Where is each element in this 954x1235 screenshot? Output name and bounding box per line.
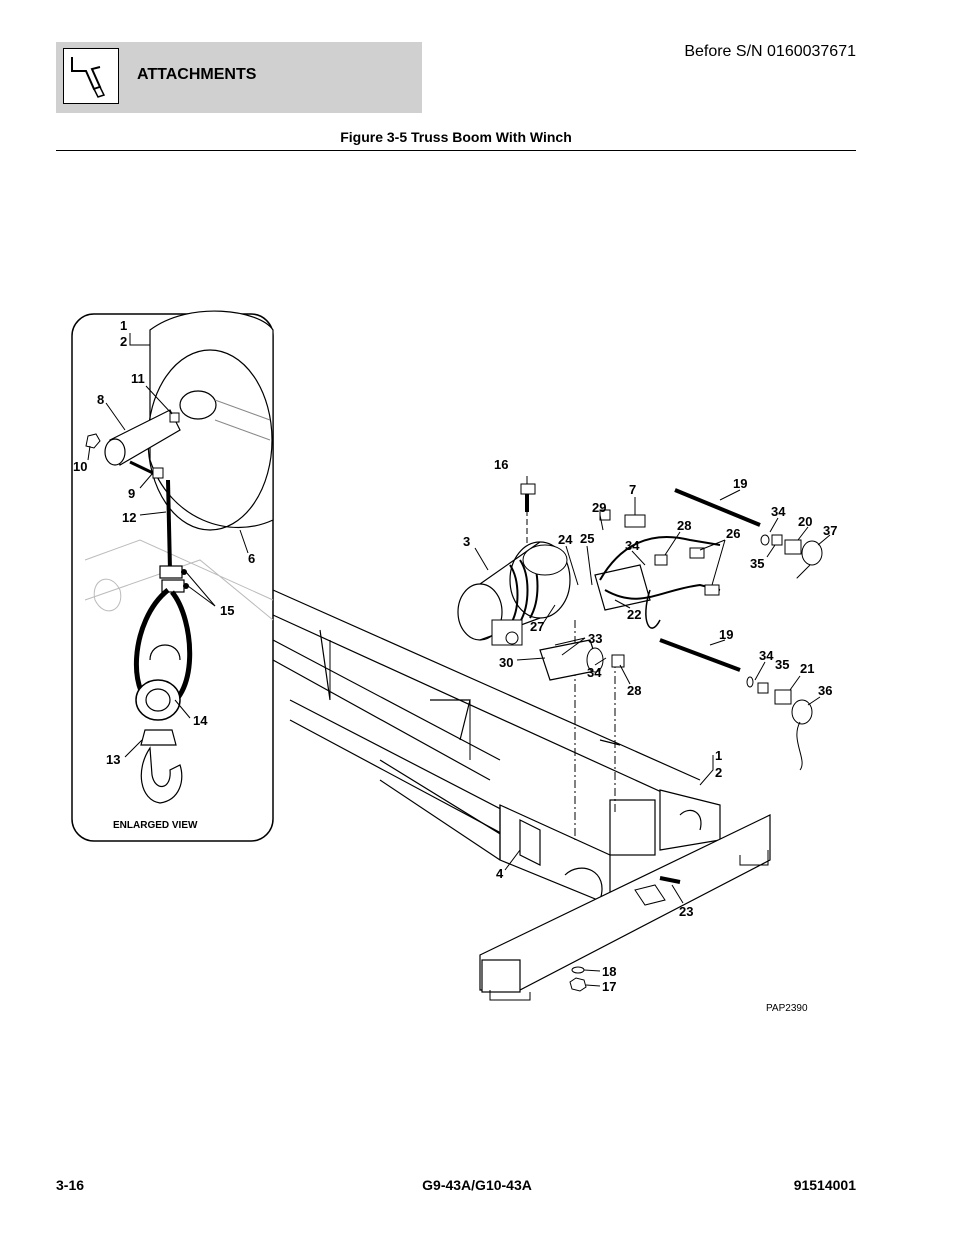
- callout-34-lower: 34: [587, 665, 602, 680]
- callout-35-lower: 35: [775, 657, 789, 672]
- document-number: 91514001: [793, 1177, 856, 1193]
- callout-main-1: 1: [715, 748, 722, 763]
- enlarged-view-label: ENLARGED VIEW: [113, 820, 198, 831]
- callout-18: 18: [602, 964, 616, 979]
- callout-25: 25: [580, 531, 594, 546]
- callout-inset-1: 1: [120, 318, 127, 333]
- callout-33: 33: [588, 631, 602, 646]
- enlarged-view-inset: [71, 310, 274, 842]
- callout-15: 15: [220, 603, 234, 618]
- truss-boom-assembly: [272, 510, 771, 1001]
- callout-9: 9: [128, 486, 135, 501]
- callout-21: 21: [800, 661, 814, 676]
- drawing-number: PAP2390: [766, 1003, 808, 1014]
- callout-3: 3: [463, 534, 470, 549]
- winch-hydraulic-group: [457, 476, 831, 987]
- callout-19-lower: 19: [719, 627, 733, 642]
- callout-37: 37: [823, 523, 837, 538]
- callout-4: 4: [496, 866, 504, 881]
- callout-16: 16: [494, 457, 508, 472]
- callout-10: 10: [73, 459, 87, 474]
- page-number: 3-16: [56, 1177, 85, 1193]
- callout-main-2: 2: [715, 765, 722, 780]
- callout-12: 12: [122, 510, 136, 525]
- callout-6: 6: [248, 551, 255, 566]
- callout-19-upper: 19: [733, 476, 747, 491]
- callout-28-lower: 28: [627, 683, 641, 698]
- callout-17: 17: [602, 979, 616, 994]
- callout-26: 26: [726, 526, 740, 541]
- callout-22: 22: [627, 607, 641, 622]
- callout-11: 11: [131, 371, 145, 386]
- callout-27: 27: [530, 619, 544, 634]
- callout-36: 36: [818, 683, 832, 698]
- callout-inset-2: 2: [120, 334, 127, 349]
- callout-7: 7: [629, 482, 636, 497]
- callout-34-lower-right: 34: [759, 648, 774, 663]
- callout-24: 24: [558, 532, 573, 547]
- callout-14: 14: [193, 713, 208, 728]
- callout-23: 23: [679, 904, 693, 919]
- section-title: ATTACHMENTS: [137, 66, 257, 83]
- callout-34-valve: 34: [625, 538, 640, 553]
- callout-35-upper: 35: [750, 556, 764, 571]
- callout-20: 20: [798, 514, 812, 529]
- callout-28-upper: 28: [677, 518, 691, 533]
- callout-34-upper-right: 34: [771, 504, 786, 519]
- callout-13: 13: [106, 752, 120, 767]
- model-number: G9-43A/G10-43A: [422, 1177, 532, 1193]
- callout-29: 29: [592, 500, 606, 515]
- figure-title: Figure 3-5 Truss Boom With Winch: [340, 129, 572, 145]
- callout-8: 8: [97, 392, 104, 407]
- callout-30: 30: [499, 655, 513, 670]
- attachments-section-icon: [63, 48, 119, 104]
- serial-number: Before S/N 0160037671: [684, 43, 856, 60]
- header-rule: [56, 150, 856, 151]
